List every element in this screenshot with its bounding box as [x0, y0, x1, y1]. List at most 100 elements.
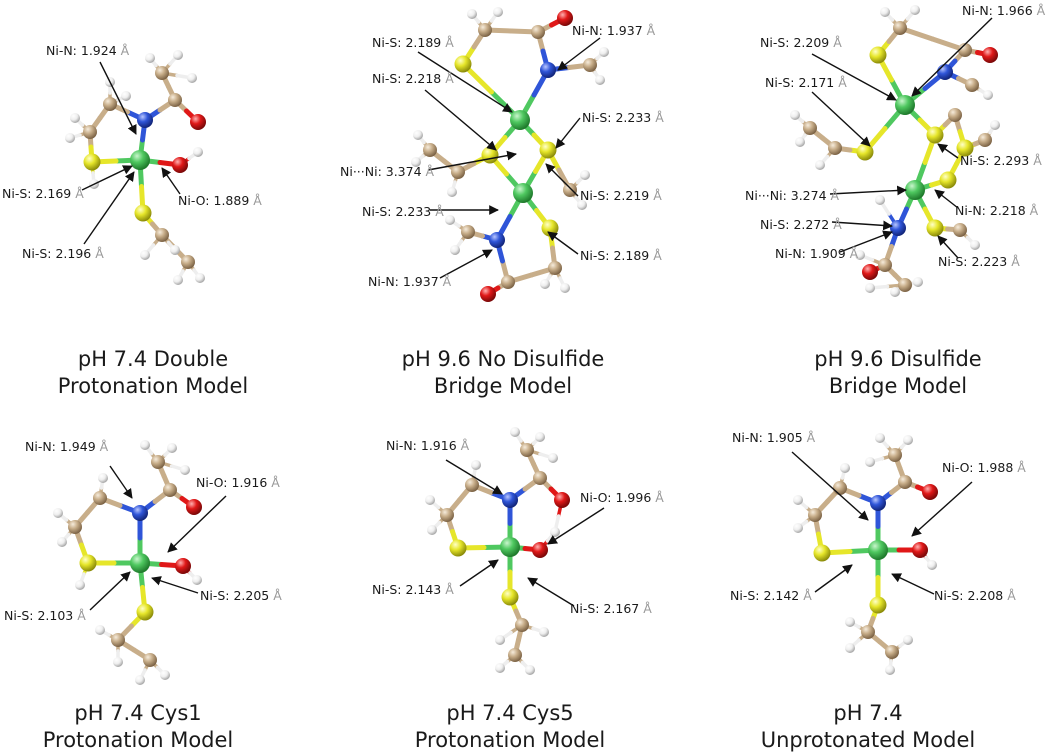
nickel-atom — [513, 183, 533, 203]
carbon-atom — [181, 255, 195, 269]
hydrogen-atom — [411, 157, 421, 167]
sulfur-atom — [136, 603, 154, 621]
nickel-atom — [895, 95, 915, 115]
hydrogen-atom — [495, 635, 505, 645]
hydrogen-atom — [450, 245, 460, 255]
bond-labels: Ni-S: 2.189 ÅNi-N: 1.937 ÅNi-S: 2.218 ÅN… — [340, 23, 664, 289]
bond-length-label: Ni-O: 1.916 Å — [196, 475, 280, 490]
bond-length-value: Ni-S: 2.143 — [372, 582, 445, 597]
angstrom-unit: Å — [655, 110, 664, 125]
angstrom-unit: Å — [435, 204, 444, 219]
hydrogen-atom — [560, 283, 570, 293]
label-arrow — [829, 185, 907, 196]
angstrom-unit: Å — [838, 75, 847, 90]
nitrogen-atom — [540, 62, 556, 78]
bond-length-label: Ni-S: 2.103 Å — [4, 608, 86, 623]
oxygen-atom — [190, 114, 206, 130]
panel-no-disulfide-bridge-model: Ni-S: 2.189 ÅNi-N: 1.937 ÅNi-S: 2.218 ÅN… — [340, 7, 664, 398]
sulfur-atom — [813, 544, 831, 562]
bond-length-value: Ni···Ni: 3.274 — [745, 188, 831, 203]
hydrogen-atom — [885, 665, 895, 675]
hydrogen-atom — [970, 240, 980, 250]
carbon-atom — [83, 125, 97, 139]
bond-length-value: Ni-N: 1.924 — [46, 43, 121, 58]
carbon-atom — [548, 261, 562, 275]
bond-length-value: Ni-S: 2.293 — [960, 153, 1033, 168]
angstrom-unit: Å — [1037, 3, 1046, 18]
carbon-atom — [898, 278, 912, 292]
carbon-atom — [440, 508, 454, 522]
bond-length-label: Ni-S: 2.143 Å — [372, 582, 454, 597]
carbon-atom — [520, 443, 534, 457]
bond-length-label: Ni···Ni: 3.374 Å — [340, 164, 435, 179]
hydrogen-atom — [880, 7, 890, 17]
bond-length-value: Ni-O: 1.988 — [942, 460, 1017, 475]
hydrogen-atom — [65, 133, 75, 143]
hydrogen-atom — [580, 170, 590, 180]
bond-length-value: Ni-S: 2.103 — [4, 608, 77, 623]
oxygen-atom — [186, 499, 202, 515]
sulfur-atom — [454, 55, 472, 73]
label-arrow — [557, 37, 601, 71]
bond-length-label: Ni-S: 2.272 Å — [760, 217, 842, 232]
label-arrows — [445, 459, 605, 607]
hydrogen-atom — [845, 617, 855, 627]
hydrogen-atom — [793, 523, 803, 533]
oxygen-atom — [172, 157, 188, 173]
hydrogen-atom — [595, 75, 605, 85]
carbon-atom — [465, 478, 479, 492]
hydrogen-atom — [98, 473, 108, 483]
label-arrow — [427, 150, 517, 171]
bond-length-value: Ni-N: 1.916 — [386, 438, 461, 453]
carbon-atom — [508, 648, 522, 662]
carbon-atom — [168, 93, 182, 107]
hydrogen-atom — [145, 53, 155, 63]
carbon-atom — [501, 275, 515, 289]
hydrogen-atom — [140, 440, 150, 450]
angstrom-unit: Å — [1030, 203, 1039, 218]
bond-length-value: Ni-N: 1.905 — [732, 430, 807, 445]
hydrogen-atom — [192, 575, 202, 585]
panel-title-line-2: Bridge Model — [829, 374, 967, 398]
bond-length-label: Ni-S: 2.171 Å — [765, 75, 847, 90]
hydrogen-atom — [173, 275, 183, 285]
hydrogen-atom — [990, 120, 1000, 130]
hydrogen-atom — [599, 47, 609, 57]
label-arrow — [547, 507, 605, 545]
nickel-atom — [130, 150, 150, 170]
angstrom-unit: Å — [77, 608, 86, 623]
sulfur-atom — [449, 539, 467, 557]
bond-length-label: Ni-S: 2.293 Å — [960, 153, 1042, 168]
oxygen-atom — [922, 484, 938, 500]
label-arrows — [81, 61, 181, 245]
hydrogen-atom — [140, 250, 150, 260]
angstrom-unit: Å — [273, 588, 282, 603]
label-arrow — [791, 451, 869, 521]
hydrogen-atom — [903, 435, 913, 445]
label-arrows — [417, 37, 601, 279]
molecule-cys5-protonation — [425, 427, 570, 675]
bond-length-label: Ni-N: 1.966 Å — [962, 3, 1046, 18]
carbon-atom — [68, 520, 82, 534]
label-arrow — [527, 577, 575, 607]
label-arrows — [811, 17, 993, 259]
carbon-atom — [93, 491, 107, 505]
bond-length-value: Ni-S: 2.219 — [580, 188, 653, 203]
carbon-atom — [583, 58, 597, 72]
carbon-atom — [423, 143, 437, 157]
carbon-atom — [515, 618, 529, 632]
label-arrow — [161, 167, 181, 195]
bond-length-label: Ni-N: 1.937 Å — [368, 274, 452, 289]
carbon-atom — [151, 455, 165, 469]
hydrogen-atom — [913, 277, 923, 287]
angstrom-unit: Å — [445, 35, 454, 50]
bond-length-value: Ni-S: 2.218 — [372, 71, 445, 86]
angstrom-unit: Å — [445, 582, 454, 597]
hydrogen-atom — [425, 495, 435, 505]
oxygen-atom — [480, 286, 496, 302]
nitrogen-atom — [489, 232, 505, 248]
molecule-cys1-protonation — [53, 440, 202, 685]
carbon-atom — [833, 481, 847, 495]
hydrogen-atom — [121, 91, 131, 101]
